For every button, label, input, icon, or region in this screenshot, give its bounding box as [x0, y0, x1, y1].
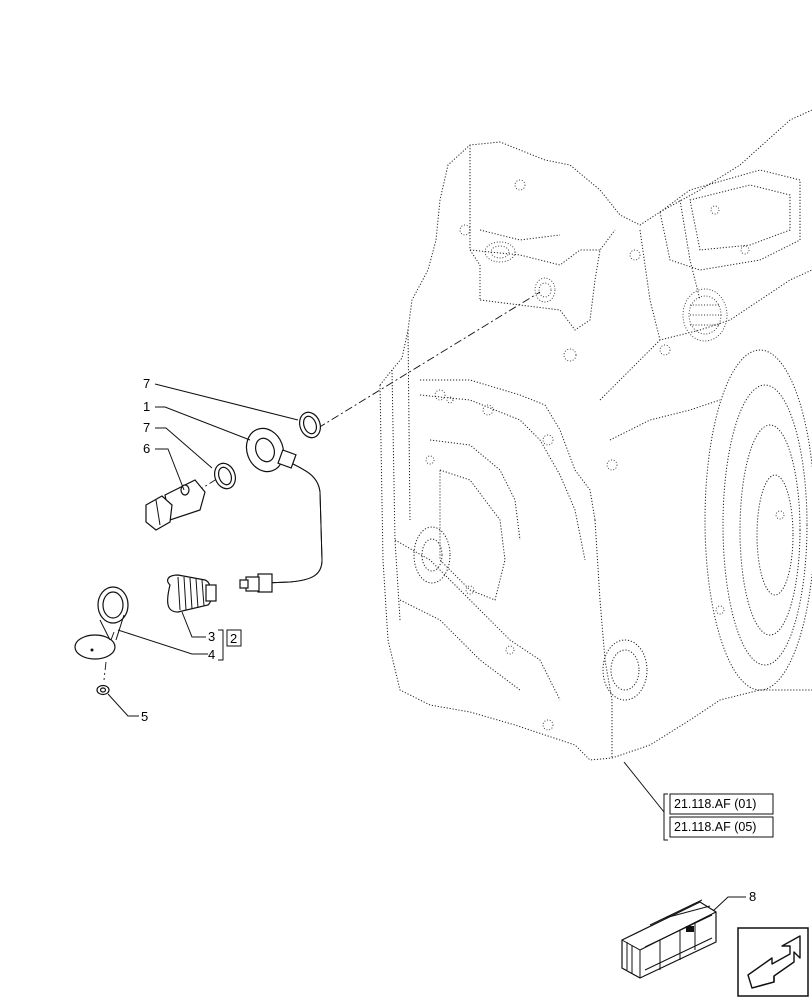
callout-7-lower: 7: [143, 420, 150, 435]
quick-coupler: [167, 574, 217, 613]
reference-label-01: 21.118.AF (01): [674, 797, 756, 811]
callout-8: 8: [749, 889, 756, 904]
dust-cap: [74, 586, 129, 660]
callout-kit-2: 2: [230, 631, 237, 646]
o-ring-lower: [214, 462, 236, 490]
wooden-crate-icon: [621, 899, 717, 979]
arrow-turn-icon[interactable]: [737, 927, 809, 997]
banjo-bolt: [145, 479, 206, 531]
alignment-line-upper: [317, 291, 541, 429]
reference-link-05[interactable]: 21.118.AF (05): [669, 816, 774, 838]
callout-3: 3: [208, 629, 215, 644]
transmission-housing: [379, 109, 812, 761]
callout-5: 5: [141, 709, 148, 724]
callout-1: 1: [143, 399, 150, 414]
callout-4: 4: [208, 647, 215, 662]
callout-6: 6: [143, 441, 150, 456]
callout-7-upper: 7: [143, 376, 150, 391]
kit-bracket: [218, 629, 242, 661]
banjo-pipe: [239, 427, 323, 593]
leader-lines: [107, 383, 746, 913]
o-ring-upper: [299, 411, 321, 439]
reference-group: 21.118.AF (01) 21.118.AF (05): [663, 793, 774, 841]
washer: [96, 684, 110, 696]
reference-link-01[interactable]: 21.118.AF (01): [669, 793, 774, 815]
reference-label-05: 21.118.AF (05): [674, 820, 756, 834]
